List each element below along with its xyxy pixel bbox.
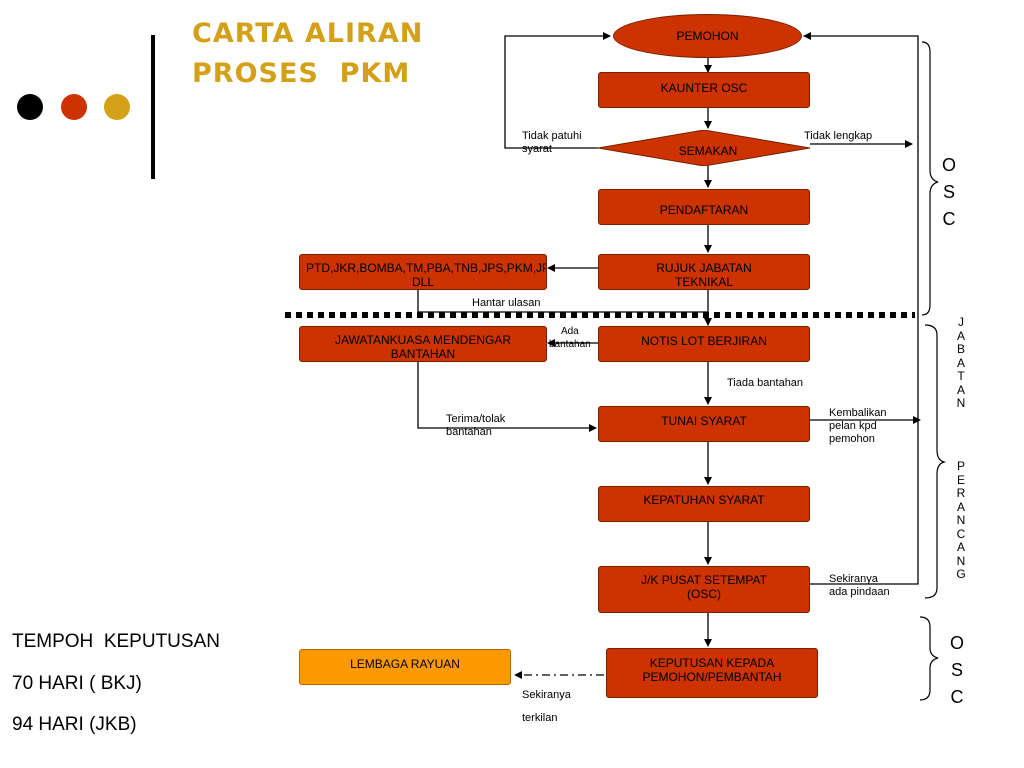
perancang-label: P E R A N C A N G — [956, 459, 966, 581]
osc-bottom-label: O S C — [949, 633, 964, 707]
notis-lot-node: NOTIS LOT BERJIRAN — [598, 326, 810, 362]
rujuk-jabatan-node: RUJUK JABATAN TEKNIKAL — [598, 254, 810, 290]
semakan-label: SEMAKAN — [678, 144, 738, 158]
kembalikan-label: Kembalikan pelan kpd pemohon — [829, 407, 887, 445]
tidak-lengkap-label: Tidak lengkap — [804, 130, 873, 142]
tempoh-jkb: 94 HARI (JKB) — [12, 714, 137, 735]
sekiranya-terkilan-label-1: Sekiranya — [522, 689, 571, 701]
semakan-decision — [598, 130, 810, 166]
sekiranya-terkilan-label-2: terkilan — [522, 712, 558, 724]
terima-tolak-label: Terima/tolak bantahan — [446, 413, 506, 438]
gold-dot — [104, 94, 130, 120]
jawatankuasa-node: JAWATANKUASA MENDENGAR BANTAHAN — [299, 326, 547, 362]
jabatan-label: J A B A T A N — [956, 315, 966, 410]
kepatuhan-syarat-node: KEPATUHAN SYARAT — [598, 486, 810, 522]
lembaga-rayuan-node: LEMBAGA RAYUAN — [299, 649, 511, 685]
hantar-ulasan-label: Hantar ulasan — [472, 297, 541, 309]
page-subtitle: PROSES PKM — [192, 58, 411, 89]
pemohon-node: PEMOHON — [613, 14, 802, 58]
sekiranya-pindaan-label: Sekiranya ada pindaan — [829, 573, 890, 598]
tidak-patuhi-label: Tidak patuhi syarat — [522, 130, 582, 155]
osc-top-label: O S C — [941, 155, 956, 229]
pendaftaran-node: PENDAFTARAN — [598, 189, 810, 225]
agencies-node: PTD,JKR,BOMBA,TM,PBA,TNB,JPS,PKM,JPP,PPK… — [299, 254, 547, 290]
page-title: CARTA ALIRAN — [192, 18, 424, 49]
vertical-divider — [151, 35, 155, 179]
ada-bantahan-label: Ada bantahan — [549, 326, 591, 350]
tempoh-bkj: 70 HARI ( BKJ) — [12, 673, 142, 694]
tempoh-keputusan-title: TEMPOH KEPUTUSAN — [12, 631, 220, 652]
tunai-syarat-node: TUNAI SYARAT — [598, 406, 810, 442]
kaunter-osc-node: KAUNTER OSC — [598, 72, 810, 108]
jk-pusat-node: J/K PUSAT SETEMPAT (OSC) — [598, 566, 810, 613]
red-dot — [61, 94, 87, 120]
black-dot — [17, 94, 43, 120]
tiada-bantahan-label: Tiada bantahan — [727, 377, 804, 389]
keputusan-node: KEPUTUSAN KEPADA PEMOHON/PEMBANTAH — [606, 648, 818, 698]
